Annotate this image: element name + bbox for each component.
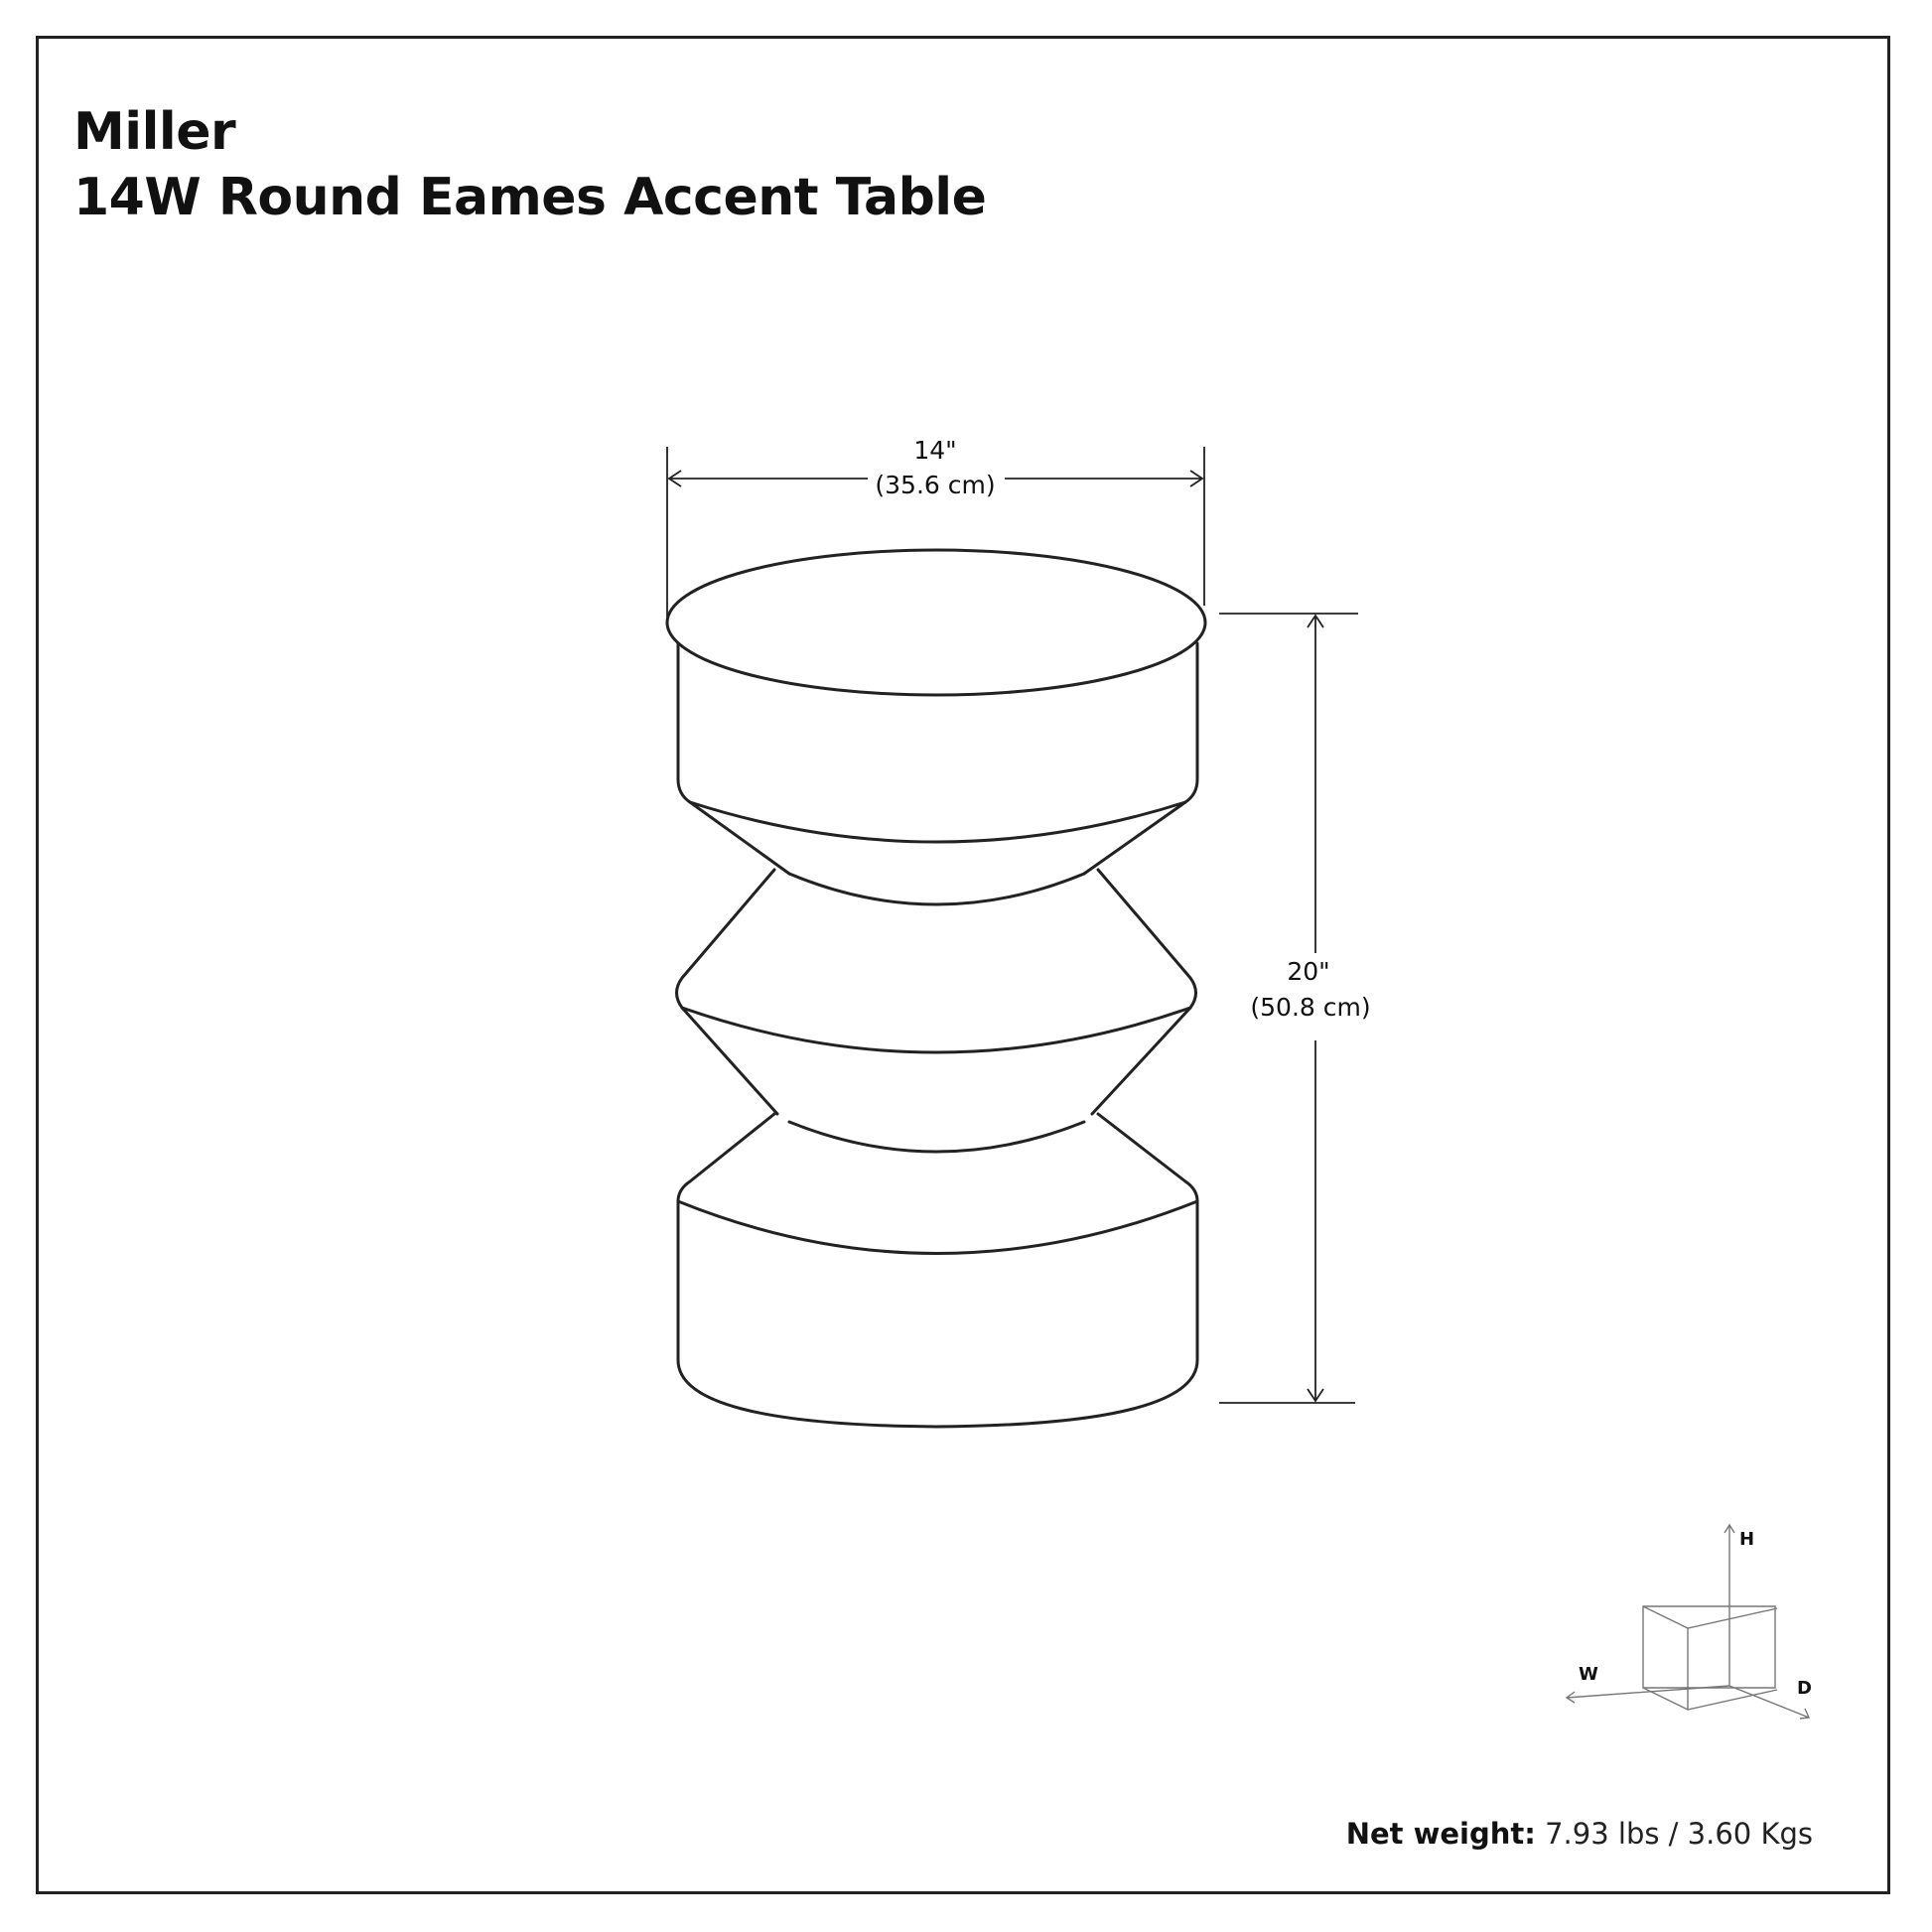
width-arrow-right-icon [1189, 470, 1204, 487]
width-arrow-left-icon [667, 470, 682, 487]
lower-cone-right-edge [1096, 1112, 1199, 1203]
net-weight-value: 7.93 lbs / 3.60 Kgs [1545, 1817, 1813, 1851]
height-cm-label: (50.8 cm) [1250, 993, 1370, 1022]
cube-back-face [1642, 1605, 1776, 1689]
bottom-drum-section [676, 1112, 1199, 1429]
width-cm-label: (35.6 cm) [875, 471, 995, 499]
width-inches-label: 14" [913, 436, 956, 465]
bottom-drum-top-edge [676, 1199, 1199, 1255]
brand-name: Miller [73, 102, 236, 162]
lower-neck-edge [787, 1120, 1086, 1154]
table-top-surface [665, 548, 1207, 697]
top-drum-left-side [676, 641, 692, 804]
product-name: 14W Round Eames Accent Table [73, 168, 987, 227]
height-dimension [1219, 613, 1358, 1404]
middle-ring-edge [680, 1006, 1192, 1054]
axis-legend-cube-icon [1565, 1523, 1811, 1720]
upper-neck-edge [787, 872, 1086, 906]
upper-cone-right-edge [1082, 800, 1187, 876]
middle-right-lower-edge [1090, 1006, 1192, 1116]
net-weight: Net weight: 7.93 lbs / 3.60 Kgs [1346, 1817, 1813, 1851]
h-axis-arrow-icon [1724, 1523, 1735, 1534]
height-inches-label: 20" [1287, 957, 1329, 986]
axis-d-label: D [1797, 1678, 1812, 1699]
middle-left-lower-edge [680, 1006, 779, 1116]
middle-left-upper-edge [675, 868, 776, 1010]
height-arrow-top-icon [1307, 614, 1324, 628]
cube-front-edges [1687, 1628, 1778, 1711]
height-arrow-bottom-icon [1307, 1388, 1324, 1403]
d-axis-arrow-icon [1799, 1708, 1811, 1720]
table-top-section [665, 548, 1207, 844]
cube-top-edges [1642, 1605, 1778, 1629]
axis-w-label: W [1579, 1664, 1598, 1685]
w-axis-line [1566, 1685, 1730, 1699]
net-weight-label: Net weight: [1345, 1817, 1536, 1851]
top-drum-bottom-edge [688, 800, 1187, 844]
axis-h-label: H [1739, 1529, 1754, 1550]
middle-right-upper-edge [1096, 868, 1197, 1010]
upper-cone-left-edge [688, 800, 791, 876]
width-dimension [666, 447, 1205, 618]
product-title: Miller 14W Round Eames Accent Table [73, 99, 987, 230]
d-axis-line [1728, 1685, 1810, 1719]
middle-diamond-section [675, 868, 1197, 1154]
w-axis-arrow-icon [1565, 1691, 1576, 1704]
upper-cone-section [688, 800, 1187, 906]
lower-cone-left-edge [676, 1112, 776, 1203]
bottom-drum-body [676, 1199, 1199, 1429]
top-drum-right-side [1183, 641, 1199, 804]
page-border [36, 36, 1890, 1894]
